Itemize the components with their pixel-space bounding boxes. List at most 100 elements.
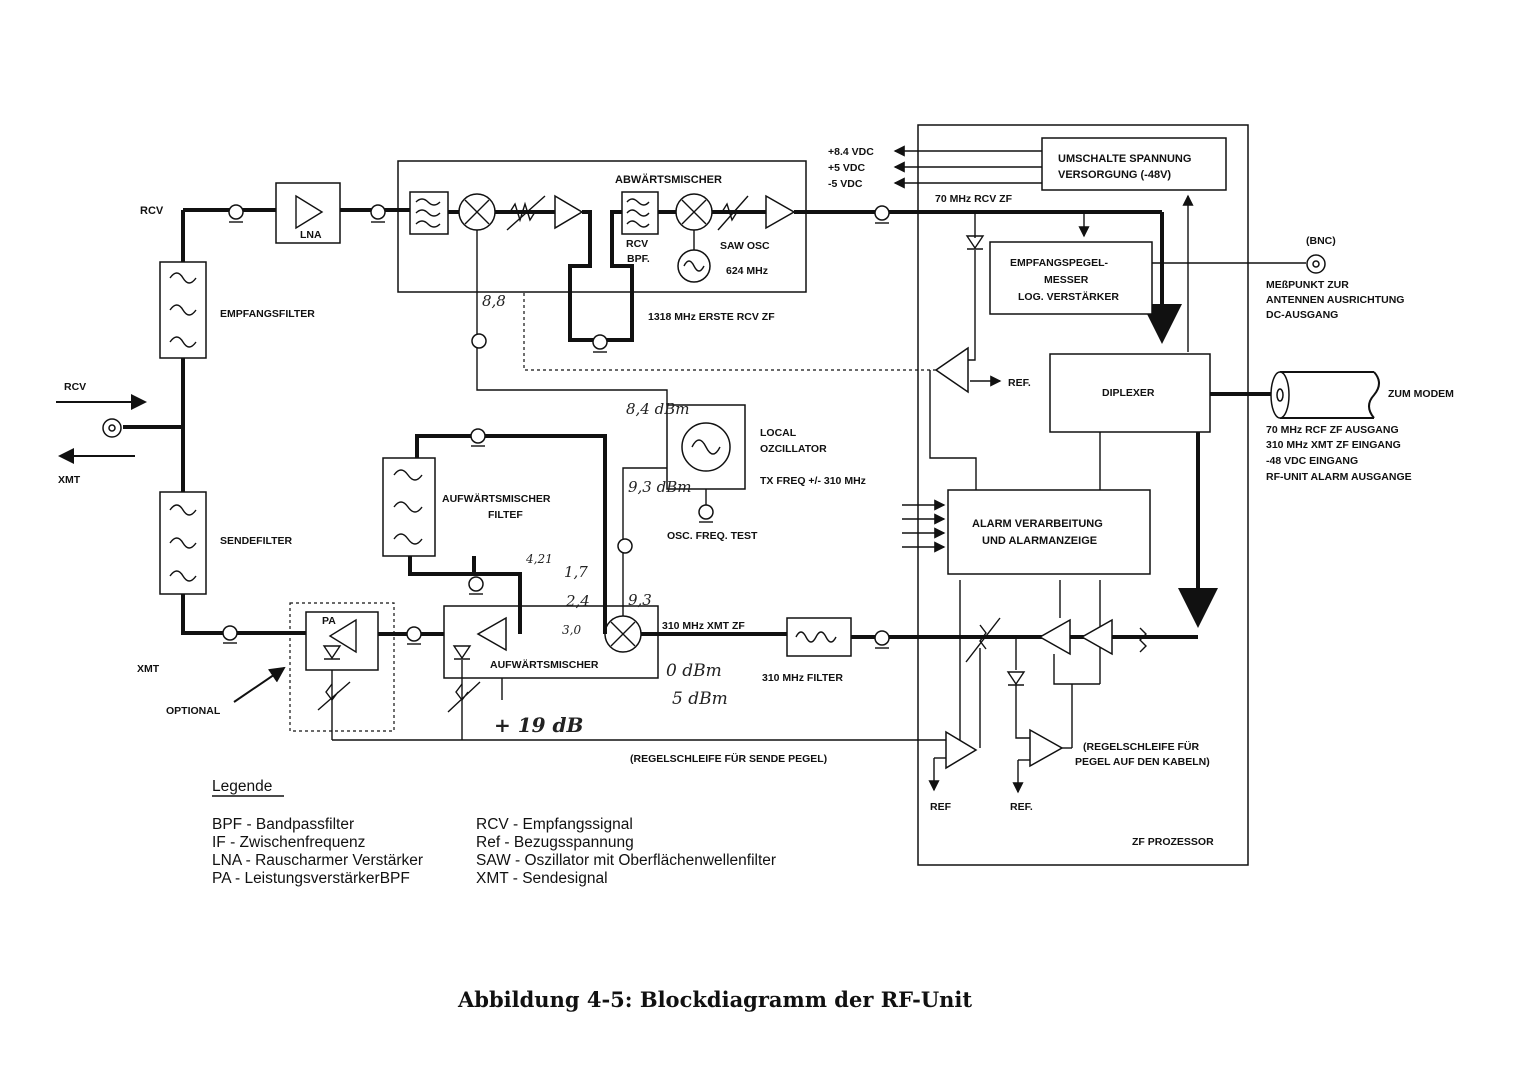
local-oscillator-block: LOCAL OZCILLATOR TX FREQ +/- 310 MHz [666,404,866,490]
legend: Legende BPF - Bandpassfilter IF - Zwisch… [212,778,776,887]
legend-item: IF - Zwischenfrequenz [212,834,365,851]
coax-connector-icon [874,205,890,224]
supply-voltages: +8.4 VDC +5 VDC -5 VDC [828,145,1042,190]
empfangspegel-label-3: LOG. VERSTÄRKER [1018,290,1119,303]
empfangspegel-label-1: EMPFANGSPEGEL- [1010,257,1109,269]
hand-note: 4,21 [525,552,553,566]
hand-note: 2,4 [565,592,590,610]
empfangspegel-label-2: MESSER [1044,274,1089,286]
handwritten-notes: 8,8 8,4 dBm 9,3 dBm 4,21 1,7 2,4 3,0 9,3… [482,292,728,737]
attenuator-icon [1139,627,1147,653]
xmt-zf-label: 310 MHz XMT ZF [662,620,745,632]
saw-osc-label: SAW OSC [720,240,770,252]
legend-item: Ref - Bezugsspannung [476,834,634,851]
amplifier-icon [1080,618,1113,656]
bnc-label: (BNC) [1306,235,1336,247]
bnc-connector-icon [1306,254,1326,274]
diplexer-label: DIPLEXER [1102,387,1155,399]
modem-label-3: -48 VDC EINGANG [1266,455,1358,467]
coax-connector-icon [617,538,633,554]
antenna-connector-icon [102,418,122,438]
amplifier-icon [328,618,357,654]
hand-note: 1,7 [564,563,588,581]
messpunkt-label-2: ANTENNEN AUSRICHTUNG [1266,294,1404,306]
v5p-label: +5 VDC [828,162,865,174]
rcv-bpf-label-1: RCV [626,238,648,250]
ref-label-1: REF [930,801,952,813]
alarm-label-2: UND ALARMANZEIGE [982,535,1097,547]
regelschleife-kabel-label-2: PEGEL AUF DEN KABELN) [1075,756,1210,768]
coax-connector-icon [228,204,244,223]
regelschleife-sende-label: (REGELSCHLEIFE FÜR SENDE PEGEL) [630,752,827,765]
saw-freq-label: 624 MHz [726,265,768,277]
aufwaertsmischer-label: AUFWÄRTSMISCHER [490,658,599,671]
lna-block [275,182,341,244]
hand-note: 0 dBm [666,661,722,681]
rcv-bpf-icon [621,191,659,235]
alarm-block [947,489,1151,575]
comparator-icon [934,346,969,394]
amplifier-icon [1038,618,1071,656]
variable-attenuator-icon [506,195,546,231]
abwaertsmischer-label: ABWÄRTSMISCHER [615,173,722,186]
xmt-bottom-label: XMT [137,663,160,675]
erste-rcv-zf-label: 1318 MHz ERSTE RCV ZF [648,311,775,323]
filter-310-block [786,617,852,657]
variable-attenuator-icon [965,617,1001,663]
coax-cable-icon [1270,371,1380,419]
filter-310-label: 310 MHz FILTER [762,672,843,684]
hand-note: 5 dBm [672,689,728,709]
hand-note: 9,3 [628,591,652,609]
sendefilter-block: SENDEFILTER [159,491,293,595]
v84-label: +8.4 VDC [828,146,874,158]
amplifier-icon [295,194,324,230]
osc-freq-test-label: OSC. FREQ. TEST [667,530,758,542]
diode-icon [965,235,985,250]
zf-prozessor-label: ZF PROZESSOR [1132,836,1214,848]
messpunkt-label-1: MEßPUNKT ZUR [1266,279,1349,291]
v5n-label: -5 VDC [828,178,863,190]
aufwaertsmischer-filter-label-2: FILTEF [488,509,523,521]
coax-connector-icon [406,626,422,645]
variable-attenuator-icon [317,681,351,711]
legend-item: SAW - Oszillator mit Oberflächenwellenfi… [476,852,776,869]
regelschleife-kabel-label-1: (REGELSCHLEIFE FÜR [1083,740,1200,753]
legend-title: Legende [212,778,272,795]
diplexer-block [1049,353,1211,433]
local-osc-label-1: LOCAL [760,427,797,439]
coax-connector-icon [222,625,238,644]
hand-note: 8,8 [482,292,506,310]
comparator-icon [1029,728,1064,768]
legend-item: LNA - Rauscharmer Verstärker [212,852,423,869]
modem-label-4: RF-UNIT ALARM AUSGANGE [1266,471,1412,483]
pa-label: PA [322,615,336,627]
amplifier-icon [476,616,507,652]
rcv-bpf-label-2: BPF. [627,253,650,265]
pa-block: PA [289,602,395,740]
modem-label-1: 70 MHz RCF ZF AUSGANG [1266,424,1399,436]
aufwaertsmischer-block: AUFWÄRTSMISCHER [443,605,659,679]
messpunkt-label-3: DC-AUSGANG [1266,309,1338,321]
legend-item: BPF - Bandpassfilter [212,816,354,833]
hand-note: 3,0 [562,623,581,637]
coax-connector-icon [592,334,608,353]
rcv-top-label: RCV [140,205,164,217]
optional-label: OPTIONAL [166,705,221,717]
diode-icon [322,645,342,660]
local-osc-label-2: OZCILLATOR [760,443,827,455]
amplifier-icon [765,194,796,230]
aufwaertsmischer-filter-label-1: AUFWÄRTSMISCHER [442,492,551,505]
sendefilter-label: SENDEFILTER [220,535,293,547]
legend-item: RCV - Empfangssignal [476,816,633,833]
receive-path: LNA RCV [140,182,410,262]
diode-icon [452,645,472,660]
zf-prozessor-block: ZF PROZESSOR [917,124,1249,866]
modem-label-2: 310 MHz XMT ZF EINGANG [1266,439,1401,451]
figure-caption: Abbildung 4-5: Blockdiagramm der RF-Unit [457,987,972,1012]
ref-label-3: REF. [1010,801,1033,813]
coax-connector-icon [471,333,487,349]
hand-note: 8,4 dBm [626,400,689,418]
umschalte-label-2: VERSORGUNG (-48V) [1058,169,1171,181]
zum-modem-label: ZUM MODEM [1388,388,1454,400]
